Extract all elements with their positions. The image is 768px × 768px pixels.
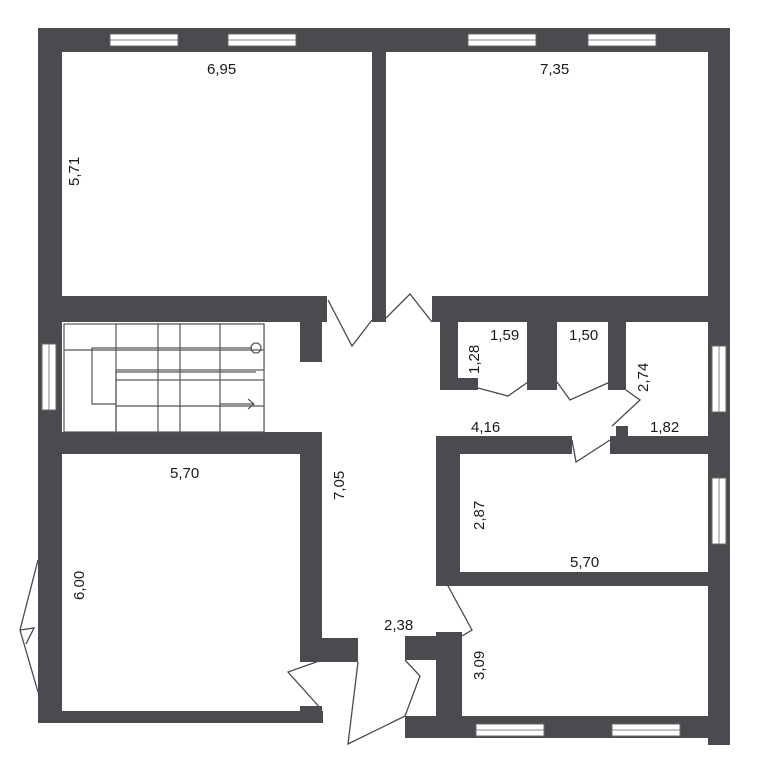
dim-small-room-width: 1,82 <box>650 419 679 436</box>
door-entry-left <box>286 659 323 711</box>
dim-corridor-length: 7,05 <box>331 471 348 500</box>
wall-left-lower <box>38 432 62 560</box>
dim-room-top-left-height: 5,71 <box>66 157 83 186</box>
door-mid-right <box>571 439 611 464</box>
wall-stair-bottom <box>62 432 320 454</box>
dimension-labels: 6,95 5,71 7,35 1,59 1,28 1,50 2,74 1,82 … <box>66 61 679 680</box>
dim-closet-1-width: 1,59 <box>490 327 519 344</box>
dim-room-bottom-left-height: 6,00 <box>71 571 88 600</box>
door-top-left <box>327 299 373 348</box>
wall-closet-left <box>440 322 458 390</box>
wall-entry-right <box>405 636 462 660</box>
door-left-outer <box>19 559 39 693</box>
wall-mid-right-bottom <box>460 572 708 586</box>
wall-stub-hall <box>300 322 322 362</box>
stair-path <box>91 347 252 405</box>
dim-entry-width: 2,38 <box>384 617 413 634</box>
door-closet-1 <box>477 381 529 397</box>
wall-closet-bottom-left <box>458 378 478 390</box>
wall-corridor-left <box>300 432 322 662</box>
wall-upper-horizontal-right <box>432 296 708 322</box>
wall-closet-right <box>608 322 626 390</box>
wall-upper-horizontal-left <box>62 296 327 322</box>
dim-room-top-right-width: 7,35 <box>540 61 569 78</box>
wall-closet-mid-bottom <box>527 376 557 390</box>
dim-hall-width: 4,16 <box>471 419 500 436</box>
dim-room-top-left-width: 6,95 <box>207 61 236 78</box>
dim-closet-2-width: 1,50 <box>569 327 598 344</box>
wall-small-room-stub <box>616 426 628 438</box>
wall-bottom-left-corner <box>38 692 62 723</box>
wall-mid-right-top-a <box>436 436 572 454</box>
wall-mid-right-top-b <box>610 436 708 454</box>
dim-room-mid-right-width: 5,70 <box>570 554 599 571</box>
dim-room-mid-right-height: 2,87 <box>471 501 488 530</box>
stair-inner-top <box>115 323 265 371</box>
windows <box>41 33 727 737</box>
wall-bottom-left <box>38 711 323 723</box>
wall-top-divider <box>372 52 386 322</box>
staircase <box>63 323 265 433</box>
dim-closet-1-depth: 1,28 <box>466 345 483 374</box>
door-bottom-right <box>447 585 473 637</box>
door-closet-2 <box>556 381 611 401</box>
wall-mid-right-left <box>436 436 460 586</box>
dim-small-room-height: 2,74 <box>635 363 652 392</box>
dim-room-bottom-right-height: 3,09 <box>471 651 488 680</box>
walls <box>38 28 730 745</box>
circle-icon <box>250 342 262 354</box>
door-small-room <box>611 389 642 427</box>
wall-entry-post-left <box>300 706 322 723</box>
wall-corridor-left-foot <box>300 638 358 662</box>
dim-room-mid-left-width: 5,70 <box>170 465 199 482</box>
doors <box>19 293 642 746</box>
door-entry-right <box>404 659 421 717</box>
door-entry-bottom <box>347 661 406 746</box>
door-top-right <box>385 293 433 323</box>
door-left-outer-2 <box>19 627 36 645</box>
